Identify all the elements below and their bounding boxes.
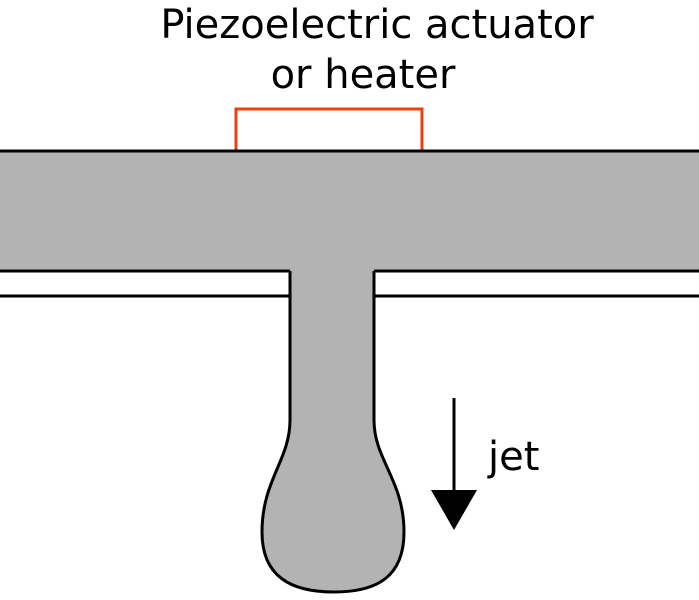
actuator-label-line2: or heater <box>271 52 456 98</box>
jet-label: jet <box>487 434 539 480</box>
nozzle-neck-fill <box>290 268 374 298</box>
actuator-heater-box <box>234 107 424 153</box>
fluid-chamber <box>0 151 699 271</box>
jet-arrow-head <box>431 490 477 530</box>
actuator-label-line1: Piezoelectric actuator <box>160 2 594 48</box>
ejected-droplet <box>260 296 406 594</box>
